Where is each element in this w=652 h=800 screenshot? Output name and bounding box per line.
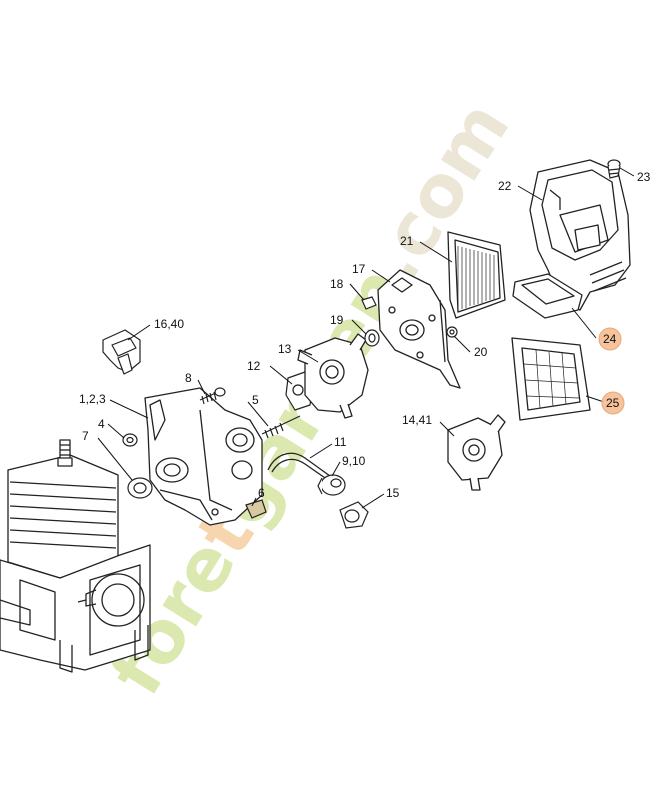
part-18-nut	[361, 296, 377, 310]
intake-manifold	[144, 387, 263, 526]
callout-1-2-3[interactable]: 1,2,3	[79, 392, 106, 406]
part-22-filter-cover	[529, 159, 631, 311]
callout-labels: 1,2,3 4 5 6 7 8 9,10 11 12 13 14,41 15 1…	[79, 170, 651, 500]
part-14-41-carburetor	[447, 414, 506, 491]
callout-7[interactable]: 7	[82, 429, 89, 443]
part-21-air-filter	[447, 231, 506, 319]
callout-21[interactable]: 21	[400, 234, 414, 248]
part-20-nut	[446, 326, 458, 338]
highlight-25	[601, 391, 625, 415]
part-4-washer	[122, 433, 138, 447]
part-13-carburetor	[297, 333, 369, 419]
part-19-grommet	[364, 329, 380, 347]
callout-19[interactable]: 19	[330, 313, 344, 327]
callout-18[interactable]: 18	[330, 277, 344, 291]
part-17-base-plate	[377, 269, 461, 389]
part-23-screw	[607, 159, 621, 179]
callout-4[interactable]: 4	[98, 417, 105, 431]
callout-12[interactable]: 12	[247, 359, 261, 373]
callout-14-41[interactable]: 14,41	[402, 413, 432, 427]
callout-9-10[interactable]: 9,10	[342, 454, 366, 468]
part-7-ring	[127, 477, 153, 499]
part-5-stud	[261, 415, 301, 439]
highlight-24	[598, 327, 622, 351]
callout-20[interactable]: 20	[474, 345, 488, 359]
part-24-prefilter	[512, 273, 583, 319]
callout-13[interactable]: 13	[278, 342, 292, 356]
callout-5[interactable]: 5	[252, 393, 259, 407]
callout-22[interactable]: 22	[498, 179, 512, 193]
callout-25[interactable]: 25	[606, 396, 620, 410]
callout-11[interactable]: 11	[334, 435, 347, 449]
callout-16-40[interactable]: 16,40	[154, 317, 184, 331]
callout-15[interactable]: 15	[386, 486, 400, 500]
callout-6[interactable]: 6	[258, 486, 265, 500]
part-9-10-primer	[317, 474, 346, 496]
part-15-knob	[339, 501, 369, 529]
callout-24[interactable]: 24	[603, 332, 617, 346]
part-8-screw	[199, 387, 226, 405]
callout-23[interactable]: 23	[637, 170, 651, 184]
part-16-40-bracket	[102, 329, 141, 375]
part-6-nut	[245, 499, 267, 519]
callout-8[interactable]: 8	[185, 371, 192, 385]
part-25-filter-element	[511, 337, 591, 421]
engine-cylinder	[0, 439, 151, 673]
callout-17[interactable]: 17	[352, 262, 366, 276]
part-11-fuel-line	[267, 452, 331, 481]
leader-lines	[97, 167, 635, 509]
